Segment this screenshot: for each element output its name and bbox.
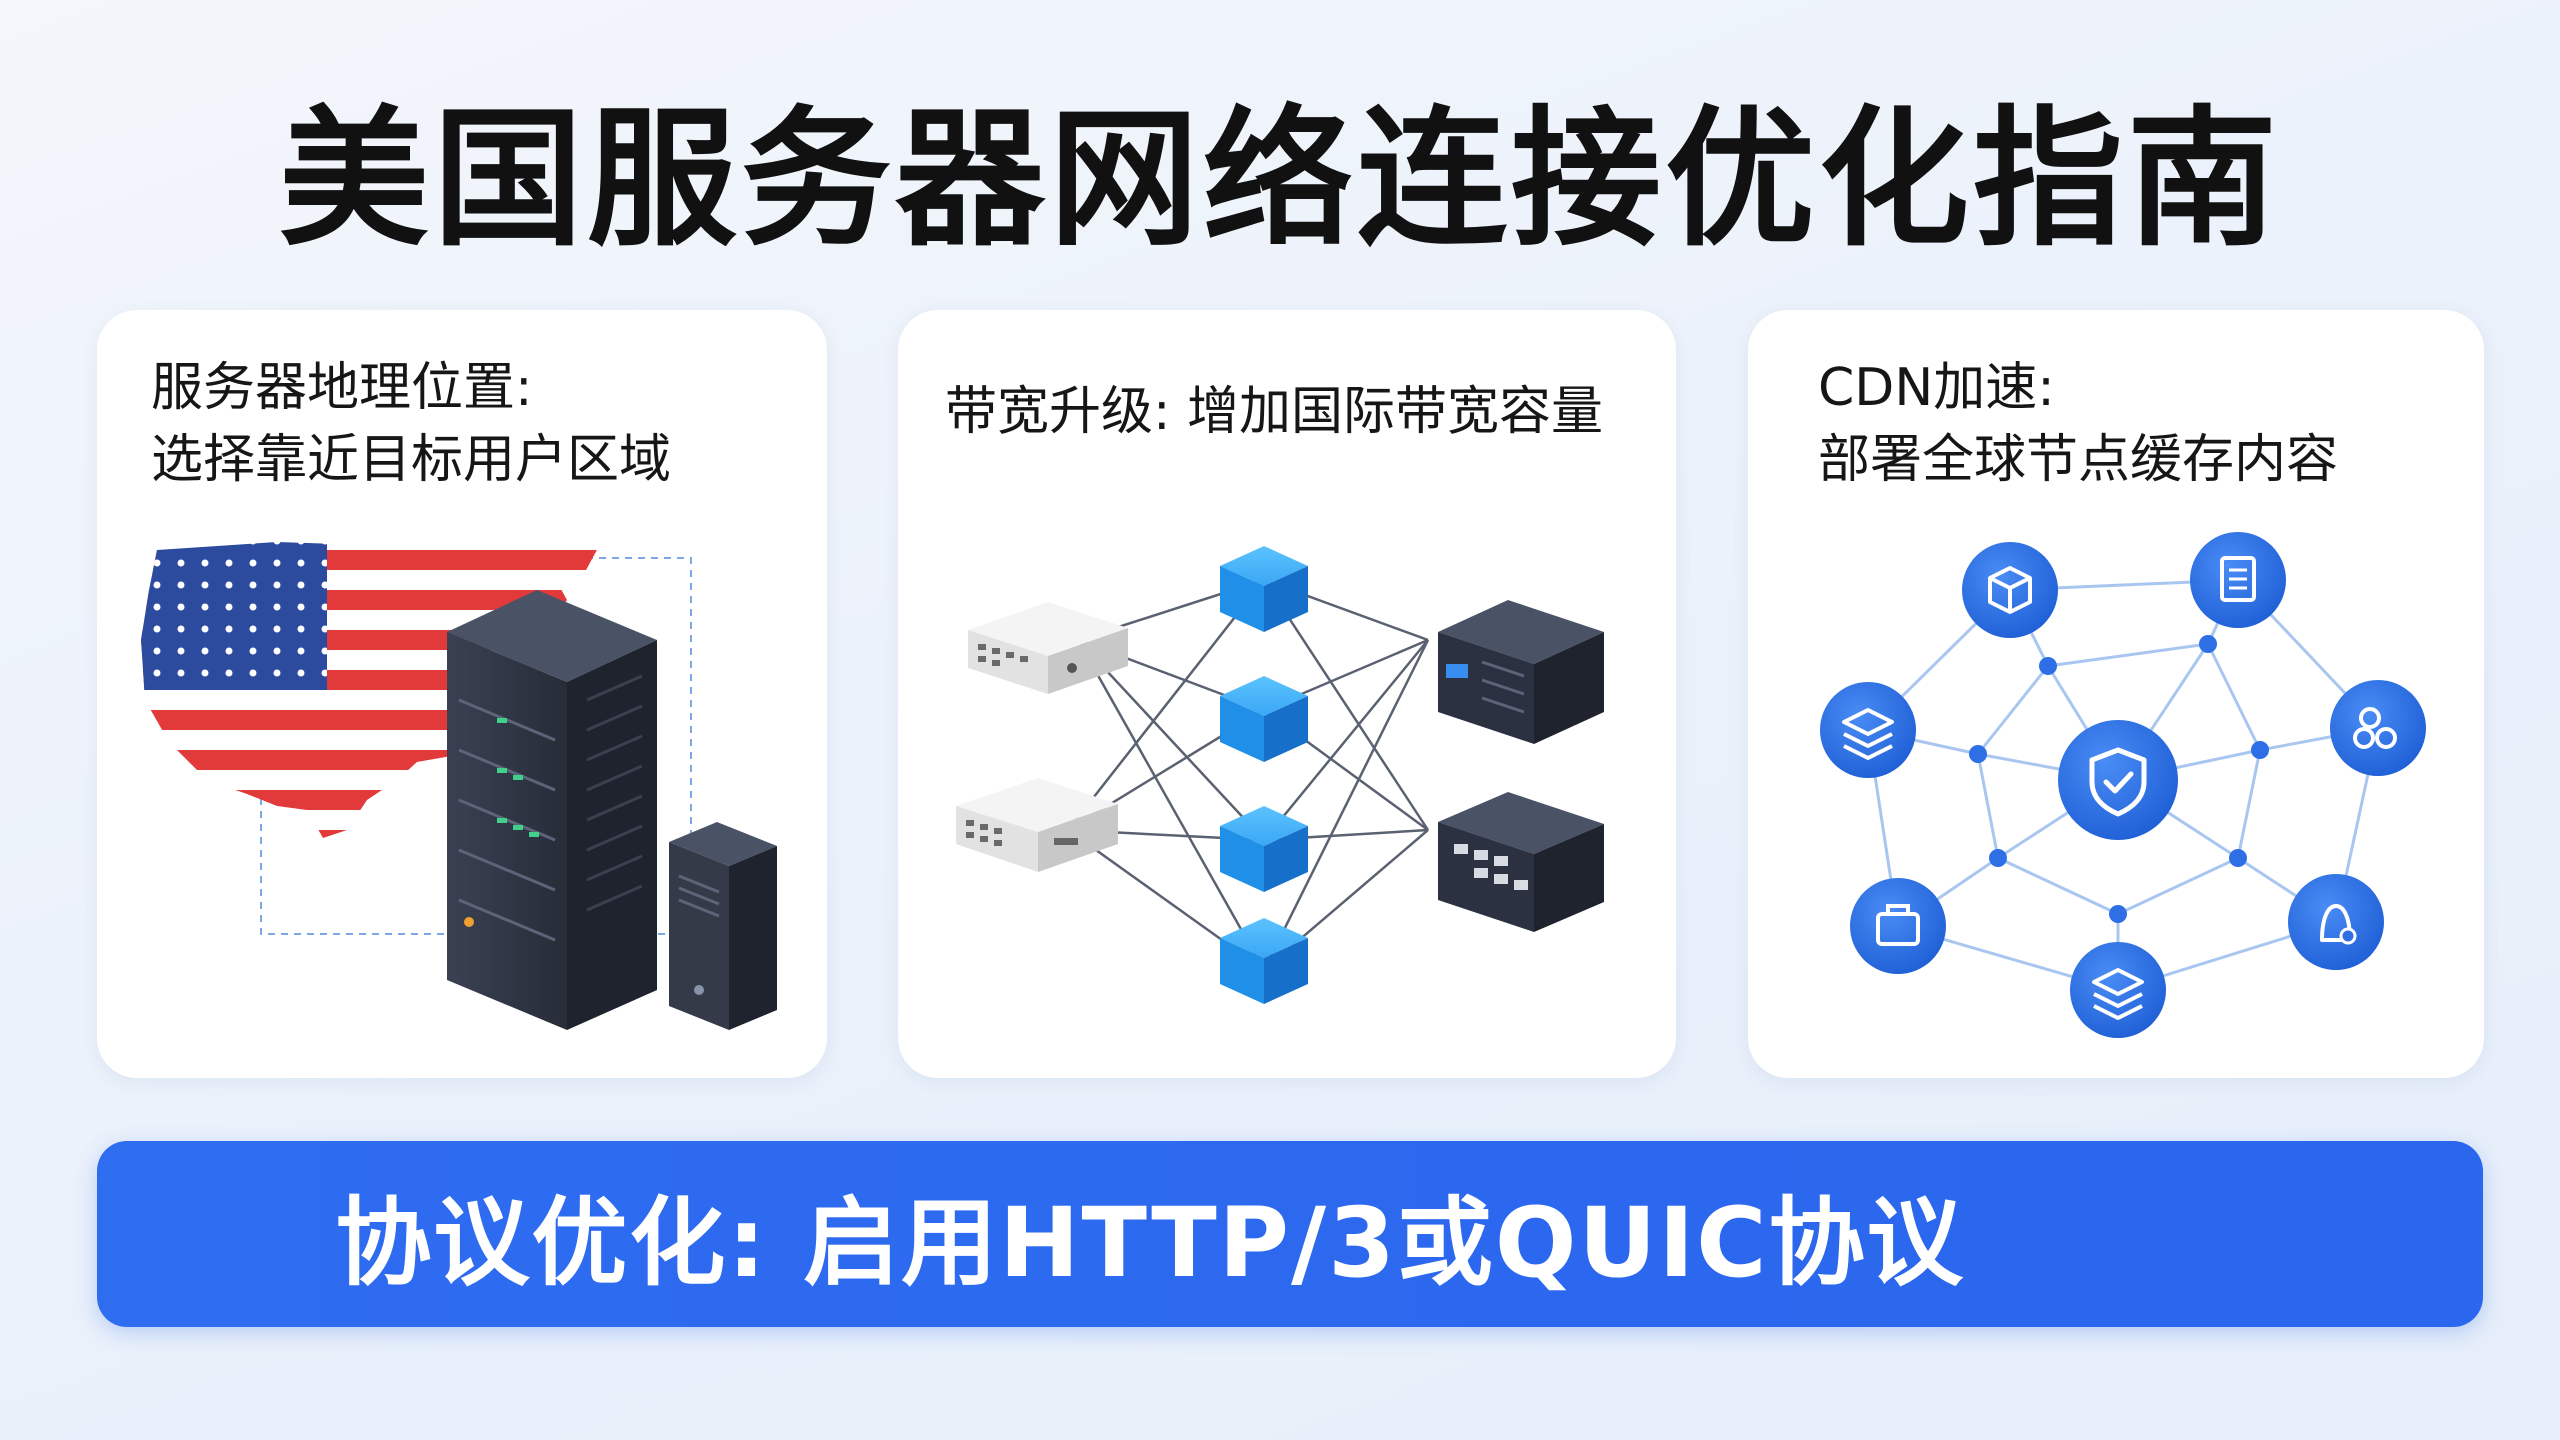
protocol-banner-text: 协议优化: 启用HTTP/3或QUIC协议 bbox=[335, 1186, 1965, 1299]
user-node-icon bbox=[2288, 874, 2384, 970]
link-node-icon bbox=[2330, 680, 2426, 776]
monitor-node-icon bbox=[1850, 878, 1946, 974]
switch-icon bbox=[956, 778, 1118, 872]
card-server-location-text: 服务器地理位置: 选择靠近目标用户区域 bbox=[151, 352, 671, 496]
layers-node-icon bbox=[1820, 682, 1916, 778]
server-icon bbox=[1438, 600, 1604, 744]
stack-node-icon bbox=[2070, 942, 2166, 1038]
card-bandwidth-text: 带宽升级: 增加国际带宽容量 bbox=[945, 376, 1603, 448]
cube-icon bbox=[1220, 676, 1308, 762]
cube-icon bbox=[1220, 806, 1308, 892]
router-icon bbox=[1438, 792, 1604, 932]
switch-icon bbox=[968, 602, 1128, 694]
card-server-location-line2: 选择靠近目标用户区域 bbox=[151, 430, 672, 490]
network-switch-mesh-icon bbox=[956, 546, 1604, 1004]
card-server-location-line1: 服务器地理位置: bbox=[151, 358, 533, 418]
card-cdn-text: CDN加速: 部署全球节点缓存内容 bbox=[1818, 352, 2338, 496]
cube-icon bbox=[1220, 546, 1308, 632]
card-bandwidth-line1: 带宽升级: 增加国际带宽容量 bbox=[945, 382, 1604, 442]
page-title: 美国服务器网络连接优化指南 bbox=[278, 93, 2281, 267]
card-cdn: CDN加速: 部署全球节点缓存内容 bbox=[1748, 310, 2484, 1078]
card-bandwidth: 带宽升级: 增加国际带宽容量 bbox=[898, 310, 1676, 1078]
card-cdn-line2: 部署全球节点缓存内容 bbox=[1818, 430, 2339, 490]
us-flag-map-with-server-icon bbox=[141, 532, 777, 1030]
document-node-icon bbox=[2190, 532, 2286, 628]
cdn-node-network-icon bbox=[1820, 532, 2426, 1038]
card-cdn-line1: CDN加速: bbox=[1818, 358, 2055, 418]
box-node-icon bbox=[1962, 542, 2058, 638]
cube-icon bbox=[1220, 918, 1308, 1004]
card-server-location: 服务器地理位置: 选择靠近目标用户区域 bbox=[97, 310, 827, 1078]
shield-node-icon bbox=[2058, 720, 2178, 840]
protocol-banner: 协议优化: 启用HTTP/3或QUIC协议 bbox=[97, 1141, 2483, 1327]
